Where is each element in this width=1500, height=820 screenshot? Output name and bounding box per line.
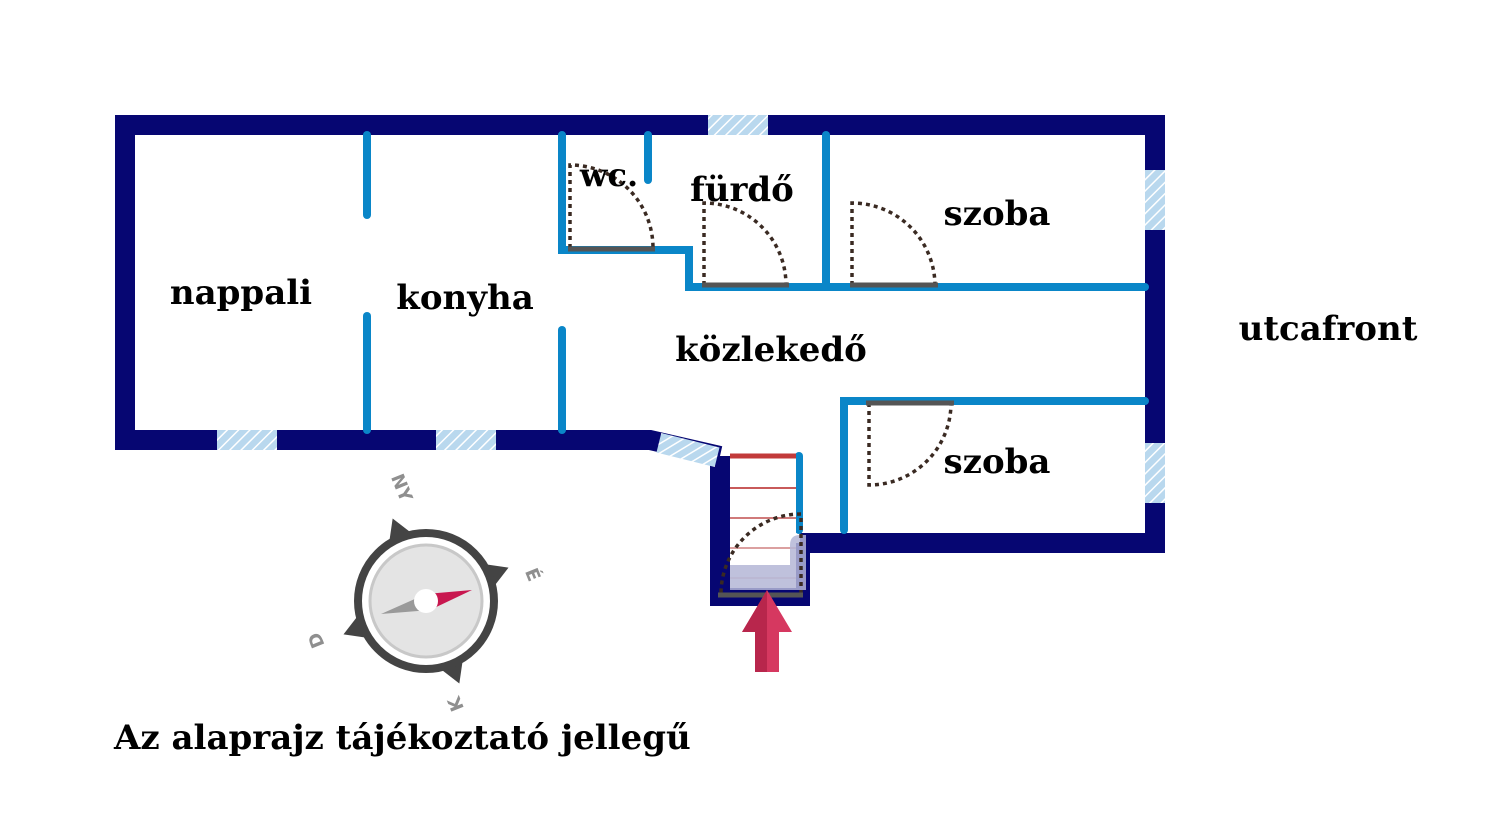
street-label: utcafront xyxy=(1239,309,1418,349)
room-label-nappali: nappali xyxy=(170,273,312,313)
staircase xyxy=(730,453,806,590)
compass-letter-north: NY xyxy=(386,471,416,506)
room-label-furdo: fürdő xyxy=(690,170,794,210)
door-entrance xyxy=(718,512,803,598)
doors xyxy=(568,163,954,598)
window-right-bottom xyxy=(1145,443,1165,503)
window-top xyxy=(708,115,768,135)
windows xyxy=(217,115,1165,503)
door-szoba-top xyxy=(850,201,938,288)
window-diagonal xyxy=(656,433,720,467)
compass-icon xyxy=(343,518,509,684)
window-right-top xyxy=(1145,170,1165,230)
compass-letter-east: É xyxy=(520,565,545,585)
room-label-szoba-bottom: szoba xyxy=(944,442,1051,482)
disclaimer-text: Az alaprajz tájékoztató jellegű xyxy=(113,718,691,758)
compass-needle-red xyxy=(426,590,472,610)
window-bottom-left xyxy=(217,430,277,450)
room-label-wc: wc. xyxy=(579,156,638,194)
entrance-arrow-icon xyxy=(742,590,792,672)
door-wc xyxy=(568,163,655,252)
compass-letter-west: D xyxy=(304,629,329,651)
compass-letter-south: K xyxy=(444,692,469,714)
door-szoba-bottom xyxy=(866,400,954,487)
room-label-szoba-top: szoba xyxy=(944,194,1051,234)
room-label-kozlekedo: közlekedő xyxy=(675,330,867,370)
room-label-konyha: konyha xyxy=(396,278,533,318)
window-bottom-mid xyxy=(436,430,496,450)
door-furdo xyxy=(702,201,789,288)
